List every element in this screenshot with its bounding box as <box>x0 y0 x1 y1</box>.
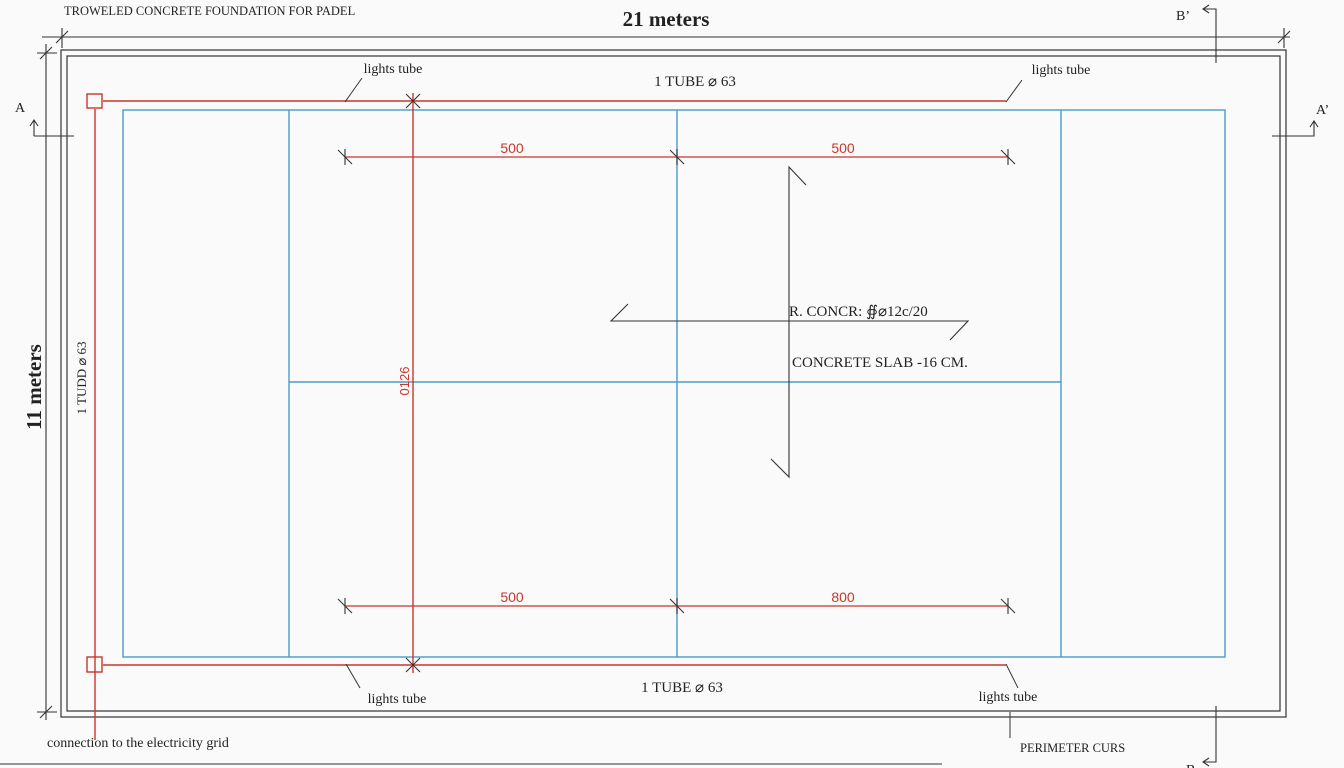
dimension-top-right: 500 <box>831 140 855 156</box>
tube-ticks <box>405 93 421 673</box>
section-marker-a-left: A <box>15 101 74 137</box>
section-cut-symbol <box>609 165 970 479</box>
tube-label-bottom: 1 TUBE ⌀ 63 <box>641 680 723 696</box>
tube-label-top: 1 TUBE ⌀ 63 <box>654 74 736 90</box>
vertical-tube-dimension: 0126 <box>397 367 412 396</box>
section-label-a-prime: A’ <box>1316 103 1329 118</box>
lights-tube-label-bottom-right: lights tube <box>979 690 1038 705</box>
section-label-b: B <box>1186 763 1195 768</box>
lights-tube-label-top-right: lights tube <box>1032 63 1091 78</box>
height-dimension-line <box>37 44 57 720</box>
court-lines <box>122 109 1226 658</box>
slab-outline <box>60 49 1287 718</box>
height-dimension-label: 11 meters <box>22 344 46 430</box>
junction-box-top <box>86 93 103 109</box>
grid-connection-note: connection to the electricity grid <box>47 736 229 751</box>
drawing-title: TROWELED CONCRETE FOUNDATION FOR PADEL <box>64 4 355 18</box>
dimension-bottom-right: 800 <box>831 589 855 605</box>
section-label-a: A <box>15 101 26 116</box>
width-dimension-label: 21 meters <box>623 7 710 31</box>
section-marker-b-top: B’ <box>1176 4 1217 63</box>
section-marker-a-right: A’ <box>1272 103 1329 137</box>
dimension-bottom-left: 500 <box>500 589 524 605</box>
lights-tube-label-bottom-left: lights tube <box>368 692 427 707</box>
section-marker-b-bottom: B <box>1186 706 1217 768</box>
perimeter-curb-note: PERIMETER CURS <box>1020 741 1125 755</box>
dimension-ticks <box>337 149 1016 614</box>
junction-box-bottom <box>86 656 103 673</box>
lights-tube-label-top-left: lights tube <box>364 62 423 77</box>
reinforcement-note: R. CONCR: ∯⌀12c/20 <box>789 304 928 320</box>
tube-label-left: 1 TUDD ⌀ 63 <box>74 342 89 415</box>
section-label-b-prime: B’ <box>1176 9 1190 24</box>
width-dimension-line <box>42 28 1291 48</box>
slab-note: CONCRETE SLAB -16 CM. <box>792 355 968 371</box>
dimension-top-left: 500 <box>500 140 524 156</box>
leader-lines <box>344 77 1023 738</box>
light-tubes <box>86 93 1006 740</box>
